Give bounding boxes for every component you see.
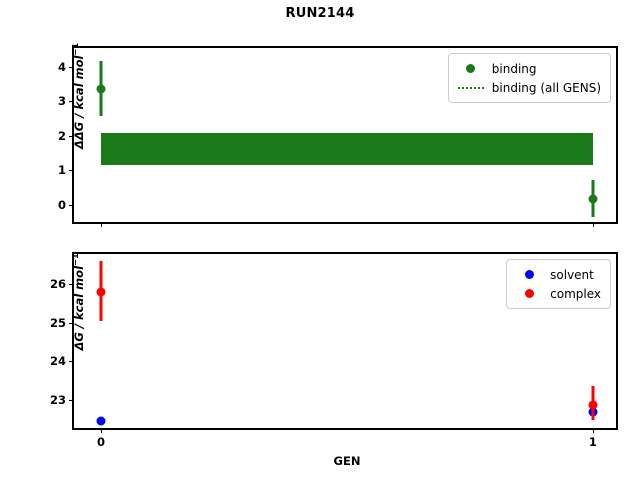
bottom-y-axis-label-symbol: ΔG bbox=[71, 332, 86, 351]
legend-item-complex[interactable]: complex bbox=[514, 284, 601, 303]
y-axis-tick-label: 1 bbox=[57, 163, 66, 178]
data-point-solvent[interactable] bbox=[96, 416, 106, 426]
y-axis-tick-label: 2 bbox=[57, 128, 66, 143]
top-y-axis-label-units: / kcal mol bbox=[71, 55, 86, 122]
data-point-binding[interactable] bbox=[96, 84, 106, 94]
x-axis-label: GEN bbox=[333, 454, 361, 468]
bottom-y-axis-label-units: / kcal mol bbox=[71, 265, 86, 333]
legend-item-solvent[interactable]: solvent bbox=[514, 265, 601, 284]
y-axis-tick bbox=[69, 204, 74, 206]
bottom-plot-panel: ΔG / kcal mol−1 GEN solvent complex 23 24… bbox=[50, 252, 618, 468]
y-axis-tick bbox=[69, 361, 74, 363]
figure-title: RUN2144 bbox=[285, 6, 355, 21]
legend-item-binding-all-gens[interactable]: binding (all GENS) bbox=[456, 78, 601, 97]
x-axis-tick bbox=[101, 222, 103, 227]
x-axis-tick-label: 1 bbox=[588, 435, 597, 449]
y-axis-tick-label: 3 bbox=[57, 94, 66, 109]
data-point-complex[interactable] bbox=[588, 400, 598, 410]
y-axis-tick bbox=[69, 322, 74, 324]
binding-all-gens-band bbox=[101, 133, 593, 166]
y-axis-tick-label: 24 bbox=[49, 354, 66, 369]
y-axis-tick bbox=[69, 284, 74, 286]
y-axis-tick-label: 25 bbox=[49, 315, 66, 330]
y-axis-tick bbox=[69, 399, 74, 401]
y-axis-tick-label: 4 bbox=[57, 59, 66, 74]
x-axis-tick bbox=[101, 428, 103, 433]
x-axis-tick-label: 0 bbox=[97, 435, 106, 449]
legend-label-binding: binding bbox=[491, 61, 537, 76]
top-plot-area bbox=[74, 48, 616, 222]
green-dotted-line-icon bbox=[456, 86, 486, 89]
y-axis-tick-label: 26 bbox=[49, 277, 66, 292]
y-axis-tick bbox=[69, 66, 74, 68]
top-y-axis-label: ΔΔG / kcal mol−1 bbox=[70, 36, 86, 156]
legend-label-binding-all-gens: binding (all GENS) bbox=[491, 80, 601, 95]
data-point-binding[interactable] bbox=[588, 194, 598, 204]
x-axis-tick bbox=[592, 428, 594, 433]
y-axis-tick-label: 0 bbox=[57, 197, 66, 212]
bottom-plot-area bbox=[74, 254, 616, 428]
green-dot-marker-icon bbox=[456, 64, 486, 73]
legend-item-binding[interactable]: binding bbox=[456, 59, 601, 78]
top-plot-panel: ΔΔG / kcal mol−1 binding binding (all GE… bbox=[58, 43, 618, 227]
bottom-legend[interactable]: solvent complex bbox=[506, 259, 611, 309]
top-legend[interactable]: binding binding (all GENS) bbox=[447, 53, 611, 103]
y-axis-tick bbox=[69, 101, 74, 103]
legend-label-solvent: solvent bbox=[550, 267, 594, 282]
y-axis-tick bbox=[69, 170, 74, 172]
red-dot-marker-icon bbox=[514, 289, 544, 298]
legend-label-complex: complex bbox=[550, 286, 601, 301]
x-axis-tick bbox=[592, 222, 594, 227]
bottom-y-axis-label: ΔG / kcal mol−1 bbox=[70, 242, 86, 362]
top-y-axis-label-symbol: ΔΔG bbox=[71, 121, 86, 149]
blue-dot-marker-icon bbox=[514, 270, 544, 279]
y-axis-tick-label: 23 bbox=[49, 392, 66, 407]
bottom-y-axis-label-exponent: −1 bbox=[70, 253, 81, 266]
data-point-complex[interactable] bbox=[96, 287, 106, 297]
top-y-axis-label-exponent: −1 bbox=[70, 42, 81, 56]
y-axis-tick bbox=[69, 135, 74, 137]
